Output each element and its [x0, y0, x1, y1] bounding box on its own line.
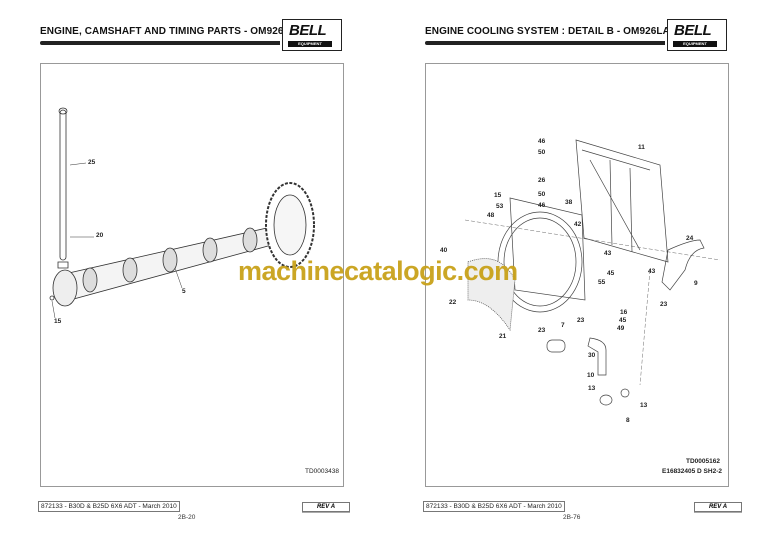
- watermark: machinecatalogic.com: [238, 256, 518, 286]
- callout: 50: [538, 191, 546, 198]
- callout: 49: [617, 325, 625, 332]
- logo-sub: EQUIPMENT: [673, 41, 717, 47]
- camshaft-diagram: [49, 107, 315, 319]
- footer-doc: 872133 - B30D & B25D 6X6 ADT - March 201…: [423, 501, 565, 512]
- callout: 9: [694, 280, 698, 287]
- callout: 45: [607, 270, 615, 277]
- pushrod: [59, 109, 67, 261]
- cooling-diagram: [464, 139, 721, 406]
- callout: 23: [660, 301, 668, 308]
- callout: 23: [538, 327, 546, 334]
- callout: 21: [499, 333, 507, 340]
- left-page-title: ENGINE, CAMSHAFT AND TIMING PARTS - OM92…: [40, 26, 298, 37]
- callout: 11: [638, 144, 645, 151]
- callout: 46: [538, 138, 546, 145]
- callout: 42: [574, 221, 582, 228]
- callout: 45: [619, 317, 627, 324]
- footer-rev: REV A: [694, 502, 742, 512]
- shroud-plate: [509, 197, 586, 301]
- hose-9: [661, 239, 705, 291]
- callout: 38: [565, 199, 573, 206]
- callout: 53: [496, 203, 504, 210]
- right-page-title: ENGINE COOLING SYSTEM : DETAIL B - OM926…: [425, 26, 670, 37]
- bell-logo: BELL EQUIPMENT: [667, 19, 727, 51]
- bell-logo: BELL EQUIPMENT: [282, 19, 342, 51]
- callout: 16: [620, 309, 628, 316]
- callout: 10: [587, 372, 595, 379]
- logo-brand: BELL: [289, 22, 327, 39]
- footer-rev: REV A: [302, 502, 350, 512]
- callout: 50: [538, 149, 546, 156]
- hose-30: [587, 337, 607, 376]
- callout: 5: [182, 288, 186, 295]
- callout: 13: [588, 385, 596, 392]
- callout: 46: [538, 202, 546, 209]
- callout: 15: [494, 192, 502, 199]
- callout: 43: [604, 250, 612, 257]
- callout: 20: [96, 232, 104, 239]
- callout: 22: [449, 299, 457, 306]
- callout: 40: [440, 247, 448, 254]
- right-diagram-frame: [425, 63, 729, 487]
- callout: 7: [561, 322, 565, 329]
- callout: 48: [487, 212, 495, 219]
- header-rule: [425, 41, 665, 45]
- callout: 55: [598, 279, 606, 286]
- footer-doc: 872133 - B30D & B25D 6X6 ADT - March 201…: [38, 501, 180, 512]
- header-rule: [40, 41, 280, 45]
- callout: 26: [538, 177, 546, 184]
- logo-sub: EQUIPMENT: [288, 41, 332, 47]
- drawing-ref: TD0003438: [305, 468, 339, 475]
- callout: 13: [640, 402, 648, 409]
- callout: 30: [588, 352, 596, 359]
- callout: 43: [648, 268, 656, 275]
- hose-7: [546, 339, 566, 353]
- radiator: [575, 139, 669, 263]
- drawing-ref-2: E16832405 D SH2-2: [662, 468, 722, 475]
- callout: 15: [54, 318, 62, 325]
- callout: 23: [577, 317, 585, 324]
- page-number: 2B-76: [563, 514, 581, 521]
- page-number: 2B-20: [178, 514, 196, 521]
- callout: 8: [626, 417, 630, 424]
- logo-brand: BELL: [674, 22, 712, 39]
- callout: 24: [686, 235, 694, 242]
- left-diagram-frame: [40, 63, 344, 487]
- callout: 25: [88, 159, 96, 166]
- fan-guard: [467, 258, 516, 332]
- drawing-ref: TD0005162: [686, 458, 720, 465]
